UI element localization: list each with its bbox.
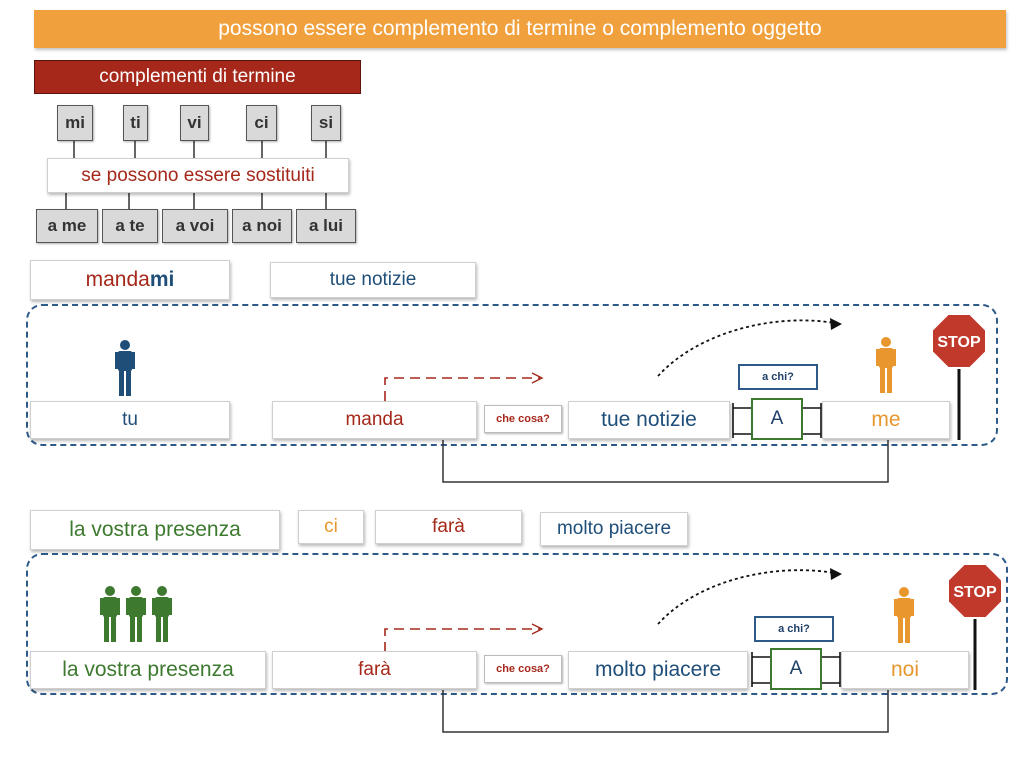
substitute-a-me: a me bbox=[36, 209, 98, 243]
example2-indirect: noi bbox=[841, 651, 969, 689]
pronoun-ti: ti bbox=[123, 105, 148, 141]
page-title: possono essere complemento di termine o … bbox=[218, 17, 822, 40]
example2-a-box: A bbox=[770, 648, 822, 690]
stop-sign-icon-2: STOP bbox=[947, 563, 1003, 619]
condition-box: se possono essere sostituiti bbox=[47, 158, 349, 193]
pronoun-mi: mi bbox=[57, 105, 93, 141]
substitute-a-lui: a lui bbox=[296, 209, 356, 243]
example1-indirect: me bbox=[822, 401, 950, 439]
people-group-icon-green bbox=[100, 586, 172, 642]
example1-object: tue notizie bbox=[568, 401, 730, 439]
example2-verb: farà bbox=[272, 651, 477, 689]
stop-sign-icon: STOP bbox=[931, 313, 987, 369]
substitute-a-voi: a voi bbox=[162, 209, 228, 243]
example2-object: molto piacere bbox=[568, 651, 748, 689]
example1-sentence-object: tue notizie bbox=[270, 262, 476, 298]
example1-subject: tu bbox=[30, 401, 230, 439]
example2-sentence-verb: farà bbox=[375, 510, 522, 544]
pronoun-ci: ci bbox=[246, 105, 277, 141]
person-icon-orange bbox=[876, 337, 896, 393]
example1-a-box: A bbox=[751, 398, 803, 440]
person-icon-blue bbox=[115, 340, 135, 396]
pronoun-vi: vi bbox=[180, 105, 209, 141]
title-bar: possono essere complemento di termine o … bbox=[34, 10, 1006, 48]
substitute-a-noi: a noi bbox=[232, 209, 292, 243]
example2-sentence-subject: la vostra presenza bbox=[30, 510, 280, 550]
example1-frame bbox=[26, 304, 998, 446]
pronoun-si: si bbox=[311, 105, 341, 141]
svg-text:STOP: STOP bbox=[937, 334, 981, 351]
example1-question-who: a chi? bbox=[738, 364, 818, 390]
example2-question-who: a chi? bbox=[754, 616, 834, 642]
person-icon-orange-2 bbox=[894, 587, 914, 643]
example2-question-what: che cosa? bbox=[484, 655, 562, 683]
example2-sentence-object: molto piacere bbox=[540, 512, 688, 546]
example1-question-what: che cosa? bbox=[484, 405, 562, 433]
termine-header: complementi di termine bbox=[34, 60, 361, 94]
example1-verb: manda bbox=[272, 401, 477, 439]
svg-text:STOP: STOP bbox=[953, 584, 997, 601]
substitute-a-te: a te bbox=[102, 209, 158, 243]
example2-frame bbox=[26, 553, 1008, 695]
example2-subject: la vostra presenza bbox=[30, 651, 266, 689]
example2-sentence-pronoun: ci bbox=[298, 510, 364, 544]
